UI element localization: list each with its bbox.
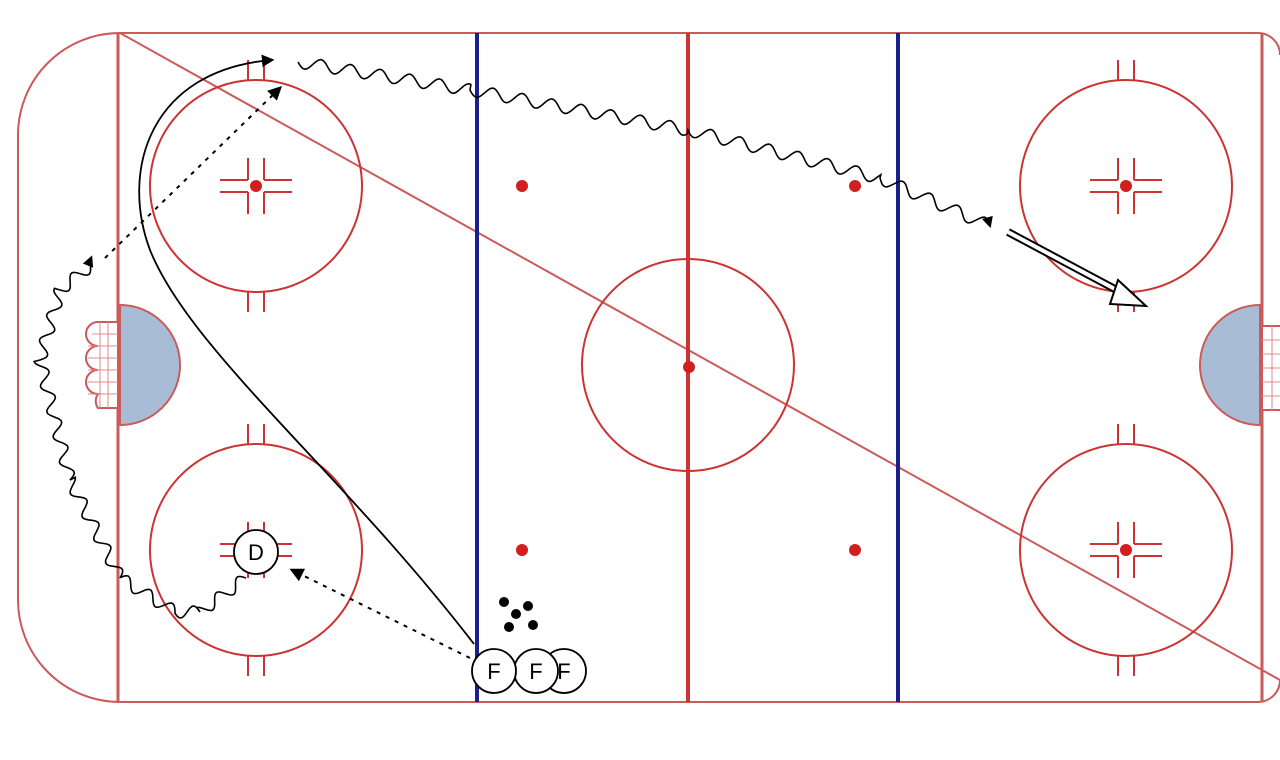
forward-skate-path [138,54,475,645]
left-goal-net [85,321,119,409]
left-goal-crease [119,303,181,427]
zone-faceoff-circle [1019,60,1233,312]
player-label: F [557,659,570,684]
shot-arrow [1006,228,1149,308]
neutral-zone-dot [516,544,528,556]
player-forward[interactable]: F [513,648,559,694]
player-label: F [529,659,542,684]
player-forward[interactable]: F [471,648,517,694]
right-goal-net [1261,325,1280,411]
faceoff-dot [1120,544,1132,556]
player-label: D [248,540,264,565]
faceoff-dot [250,180,262,192]
pass-path-d-to-forward [104,86,283,259]
neutral-zone-dot [849,180,861,192]
defense-skate-with-puck-path [32,255,247,619]
center-faceoff-circle [581,258,795,472]
rink-boards [17,31,1280,703]
forward-skate-with-puck-path [297,58,993,229]
faceoff-dot [1120,180,1132,192]
zone-faceoff-circle [149,60,363,312]
neutral-zone-dot [849,544,861,556]
player-label: F [487,659,500,684]
right-goal-crease [1199,303,1261,427]
player-defense[interactable]: D [233,529,279,575]
puck-pile [499,597,538,632]
center-faceoff-dot [683,361,695,373]
neutral-zone-dot [516,180,528,192]
pass-path-forward-to-defense [289,568,471,659]
skating-paths [32,54,1149,659]
zone-faceoff-circle [1019,424,1233,676]
